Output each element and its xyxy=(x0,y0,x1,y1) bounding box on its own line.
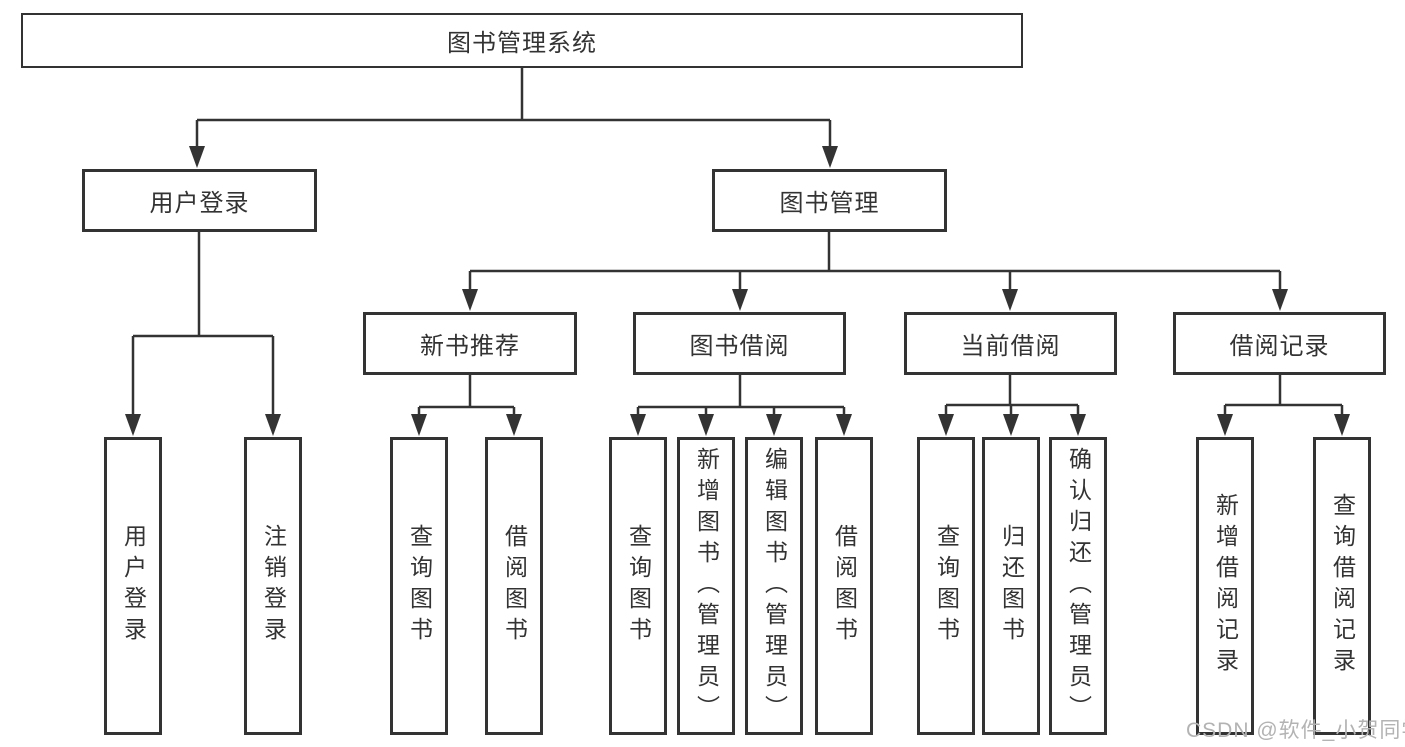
leaf-query-books-current: 查询图书 xyxy=(917,437,975,735)
node-current-borrow-label: 当前借阅 xyxy=(960,333,1061,360)
leaf-add-borrow-record-label: 新增借阅记录 xyxy=(1212,493,1239,679)
leaf-borrow-books-recommend: 借阅图书 xyxy=(485,437,543,735)
node-book-borrow-label: 图书借阅 xyxy=(689,333,790,360)
leaf-confirm-return-admin-label: 确认归还（管理员） xyxy=(1065,446,1092,726)
leaf-logout-label: 注销登录 xyxy=(260,524,287,648)
connector-current-borrow-to-leaves xyxy=(938,375,1086,436)
leaf-query-books-recommend: 查询图书 xyxy=(390,437,448,735)
leaf-add-book-admin-label: 新增图书（管理员） xyxy=(693,446,720,726)
leaf-edit-book-admin-label: 编辑图书（管理员） xyxy=(761,446,788,726)
connector-book-borrow-to-leaves xyxy=(630,375,852,436)
connector-book-management-to-level3 xyxy=(462,232,1288,311)
leaf-query-books-borrow: 查询图书 xyxy=(609,437,667,735)
leaf-borrow-books: 借阅图书 xyxy=(815,437,873,735)
node-root: 图书管理系统 xyxy=(21,13,1023,68)
connector-borrow-records-to-leaves xyxy=(1217,375,1350,436)
node-borrow-records-label: 借阅记录 xyxy=(1229,333,1330,360)
leaf-borrow-books-label: 借阅图书 xyxy=(831,524,858,648)
leaf-borrow-books-recommend-label: 借阅图书 xyxy=(501,524,528,648)
leaf-add-borrow-record: 新增借阅记录 xyxy=(1196,437,1254,735)
node-borrow-records: 借阅记录 xyxy=(1173,312,1386,375)
leaf-query-books-current-label: 查询图书 xyxy=(933,524,960,648)
node-new-book-recommend-label: 新书推荐 xyxy=(420,333,520,360)
csdn-watermark: CSDN @软件_小贺同学 xyxy=(1186,719,1405,742)
leaf-add-book-admin: 新增图书（管理员） xyxy=(677,437,735,735)
node-root-label: 图书管理系统 xyxy=(447,30,597,57)
node-current-borrow: 当前借阅 xyxy=(904,312,1117,375)
leaf-user-login: 用户登录 xyxy=(104,437,162,735)
node-new-book-recommend: 新书推荐 xyxy=(363,312,577,375)
leaf-query-books-borrow-label: 查询图书 xyxy=(625,524,652,648)
leaf-return-book-label: 归还图书 xyxy=(998,524,1025,648)
connector-user-login-to-leaves xyxy=(125,232,281,436)
connector-root-to-level2 xyxy=(189,68,838,168)
connector-new-book-recommend-to-leaves xyxy=(411,375,522,436)
leaf-edit-book-admin: 编辑图书（管理员） xyxy=(745,437,803,735)
leaf-return-book: 归还图书 xyxy=(982,437,1040,735)
leaf-query-books-recommend-label: 查询图书 xyxy=(406,524,433,648)
node-user-login-label: 用户登录 xyxy=(149,190,250,217)
leaf-query-borrow-record: 查询借阅记录 xyxy=(1313,437,1371,735)
node-user-login: 用户登录 xyxy=(82,169,317,232)
leaf-confirm-return-admin: 确认归还（管理员） xyxy=(1049,437,1107,735)
leaf-query-borrow-record-label: 查询借阅记录 xyxy=(1329,493,1356,679)
leaf-logout: 注销登录 xyxy=(244,437,302,735)
node-book-management: 图书管理 xyxy=(712,169,947,232)
node-book-management-label: 图书管理 xyxy=(779,190,880,217)
leaf-user-login-label: 用户登录 xyxy=(120,524,147,648)
node-book-borrow: 图书借阅 xyxy=(633,312,846,375)
